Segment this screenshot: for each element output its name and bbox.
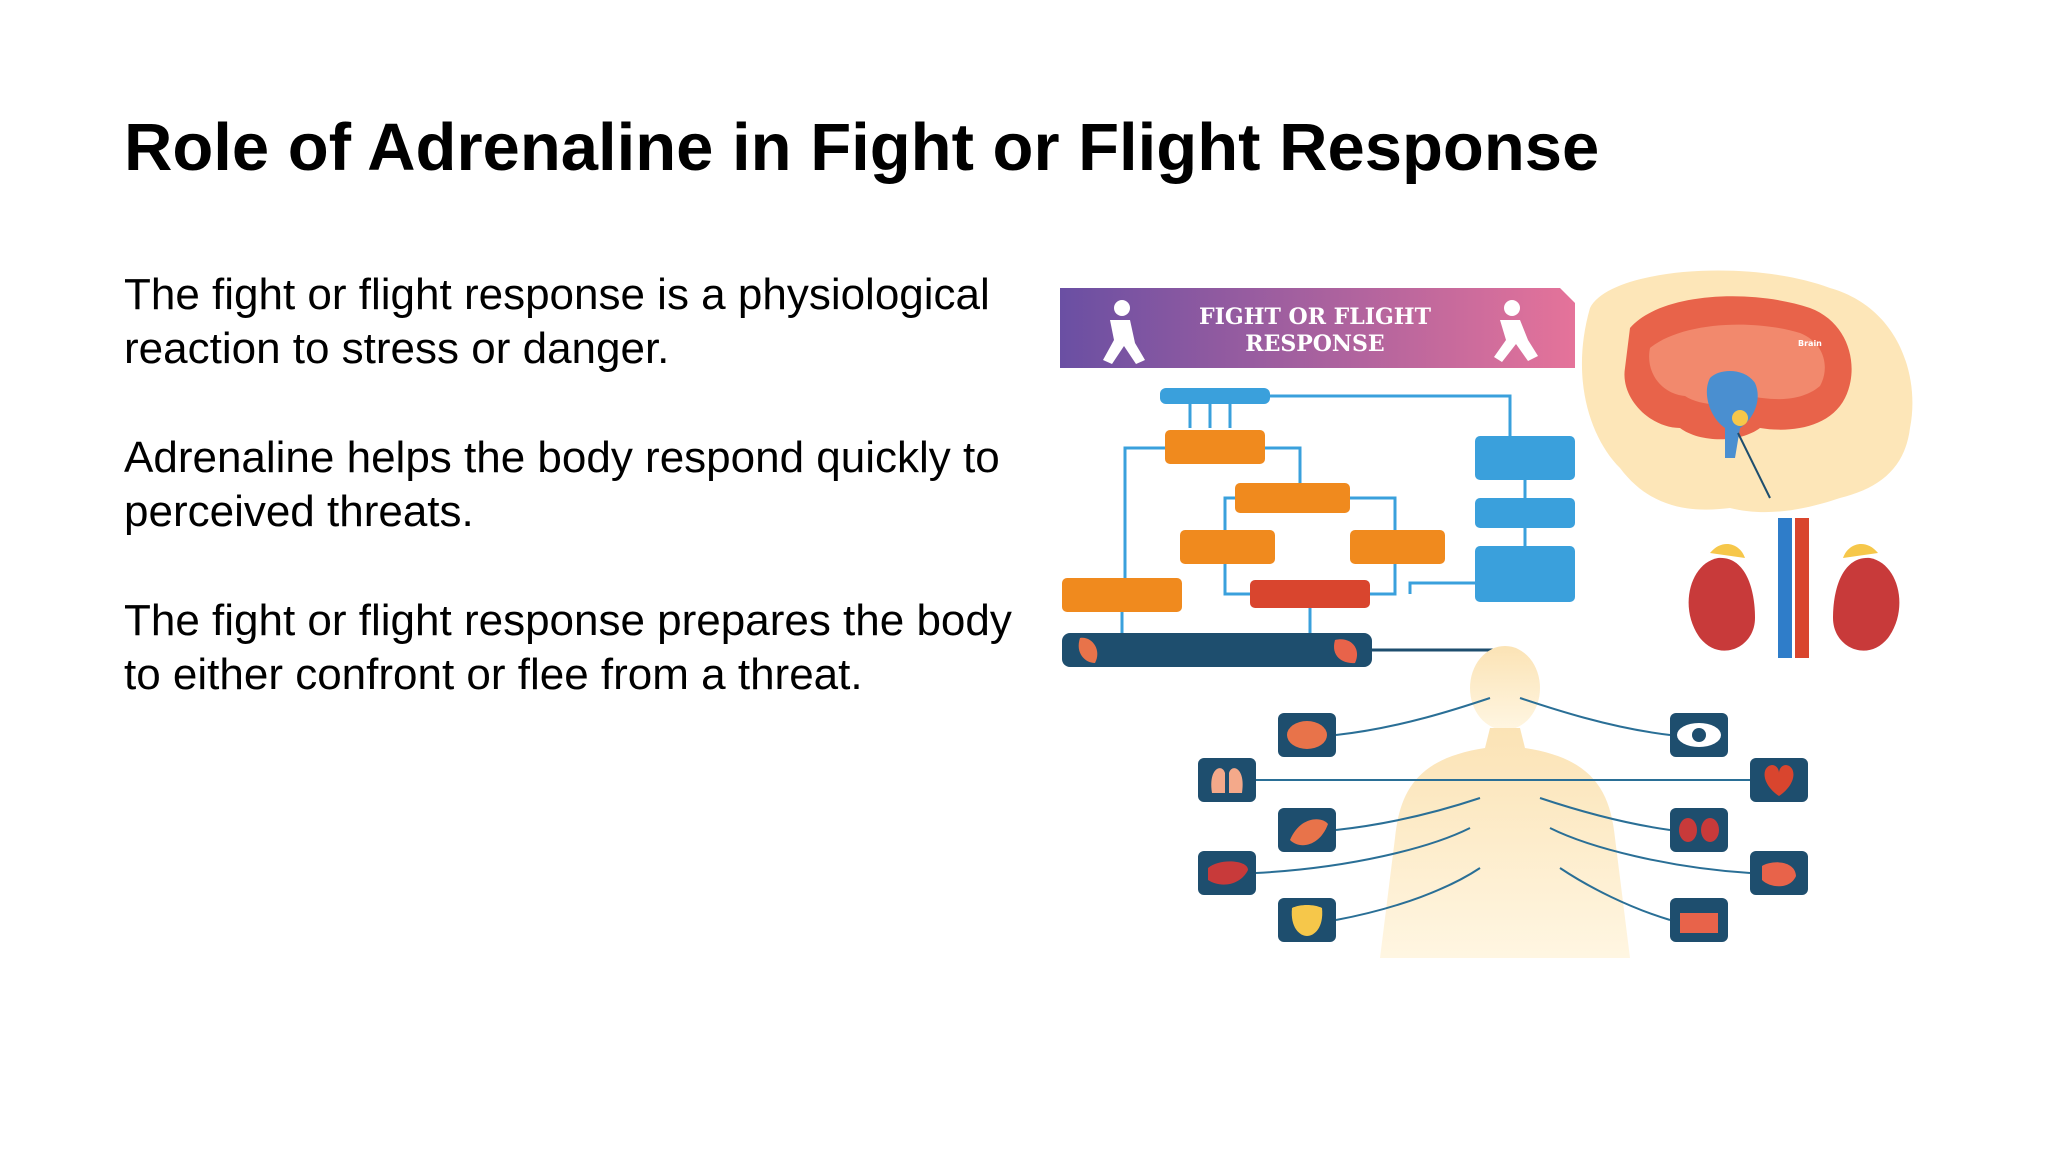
organ-icons-right bbox=[1670, 713, 1808, 942]
flowchart bbox=[1062, 388, 1575, 667]
banner-title-line1: FIGHT OR FLIGHT bbox=[1199, 304, 1432, 330]
brain-icon bbox=[1287, 721, 1327, 749]
hair-icon bbox=[1680, 913, 1718, 933]
fight-or-flight-infographic: Brain FIGHT OR FLIGHT RESPONSE bbox=[1050, 268, 1950, 968]
runner-icon bbox=[1103, 300, 1145, 364]
connector-arrows bbox=[1255, 697, 1751, 921]
brain-label: Brain bbox=[1798, 339, 1822, 348]
kidneys-illustration bbox=[1688, 518, 1900, 658]
paragraph-preparation: The fight or flight response prepares th… bbox=[124, 596, 1012, 699]
organ-icons-left bbox=[1198, 713, 1336, 942]
bladder-icon bbox=[1291, 905, 1323, 936]
brain-illustration bbox=[1581, 270, 1913, 513]
fight-or-flight-banner: FIGHT OR FLIGHT RESPONSE bbox=[1060, 288, 1575, 368]
liver-icon bbox=[1208, 861, 1248, 885]
paragraph-definition: The fight or flight response is a physio… bbox=[124, 270, 990, 373]
slide-title: Role of Adrenaline in Fight or Flight Re… bbox=[124, 110, 1600, 185]
kidneys-icon bbox=[1679, 818, 1697, 842]
muscle-icon bbox=[1290, 819, 1328, 846]
paragraph-adrenaline: Adrenaline helps the body respond quickl… bbox=[124, 433, 1000, 536]
stomach-icon bbox=[1762, 862, 1796, 887]
runner-icon bbox=[1494, 300, 1538, 362]
lungs-icon bbox=[1211, 768, 1243, 793]
body-silhouette bbox=[1380, 646, 1630, 958]
infographic-illustration: Brain FIGHT OR FLIGHT RESPONSE bbox=[1060, 270, 1913, 958]
body-text: The fight or flight response is a physio… bbox=[124, 268, 1024, 757]
banner-title-line2: RESPONSE bbox=[1245, 331, 1384, 357]
heart-icon bbox=[1764, 765, 1794, 796]
